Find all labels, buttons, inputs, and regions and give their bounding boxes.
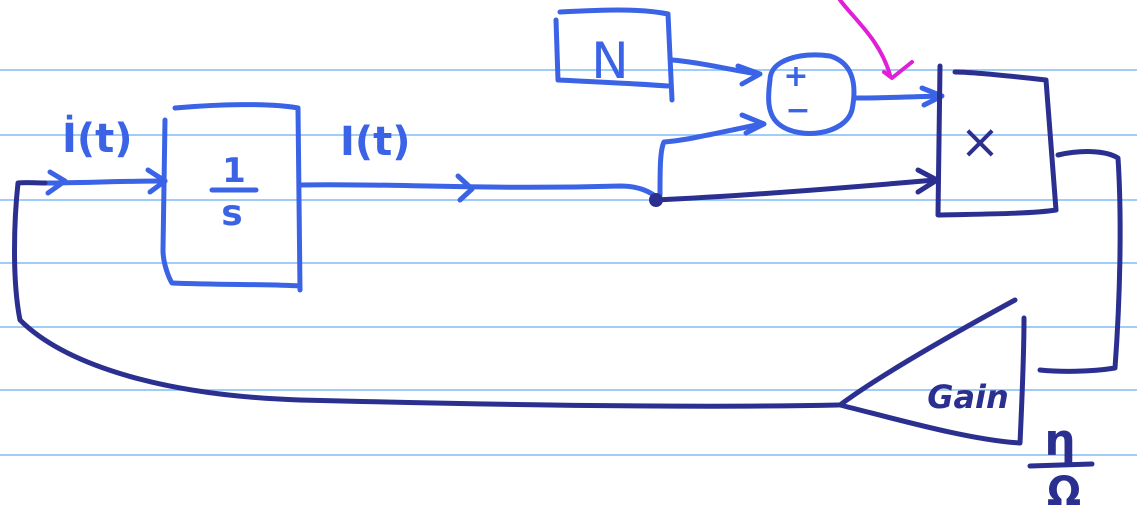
summer-output-wire: [853, 93, 943, 101]
highlight-arrow: [838, 0, 914, 80]
gain-label: Gain: [927, 378, 1009, 416]
branch-arrowhead: [739, 112, 767, 136]
output-signal-label: I(t): [340, 119, 411, 165]
input-signal-label: İ(t): [62, 114, 133, 162]
constant-arrowhead: [735, 63, 763, 87]
multiply-symbol: ×: [960, 114, 1000, 170]
branch-wire: [657, 121, 765, 198]
summer-minus-sign: −: [785, 93, 810, 128]
gain-block: [837, 297, 1027, 446]
input-wire: [42, 178, 168, 186]
feedback-wire: [12, 180, 841, 409]
constant-block: [553, 7, 675, 103]
summer-circle: [766, 52, 857, 136]
gain-value-denominator: Ω: [1047, 469, 1081, 511]
output-arrowhead: [455, 173, 475, 203]
constant-label: N: [591, 32, 628, 90]
gain-value-fraction-bar: [1027, 461, 1095, 469]
input-arrowhead-left: [45, 169, 68, 196]
integrator-numerator: 1: [222, 151, 246, 191]
gain-value-numerator: η: [1044, 415, 1075, 466]
integrator-block: [160, 102, 303, 293]
direct-wire: [653, 177, 938, 203]
integrator-output-wire: [297, 182, 661, 201]
summer-plus-sign: +: [783, 59, 808, 94]
junction-dot: [649, 193, 663, 207]
integrator-denominator: s: [221, 193, 242, 234]
multiply-block: [935, 63, 1059, 218]
multiply-output-wire: [1037, 149, 1123, 374]
